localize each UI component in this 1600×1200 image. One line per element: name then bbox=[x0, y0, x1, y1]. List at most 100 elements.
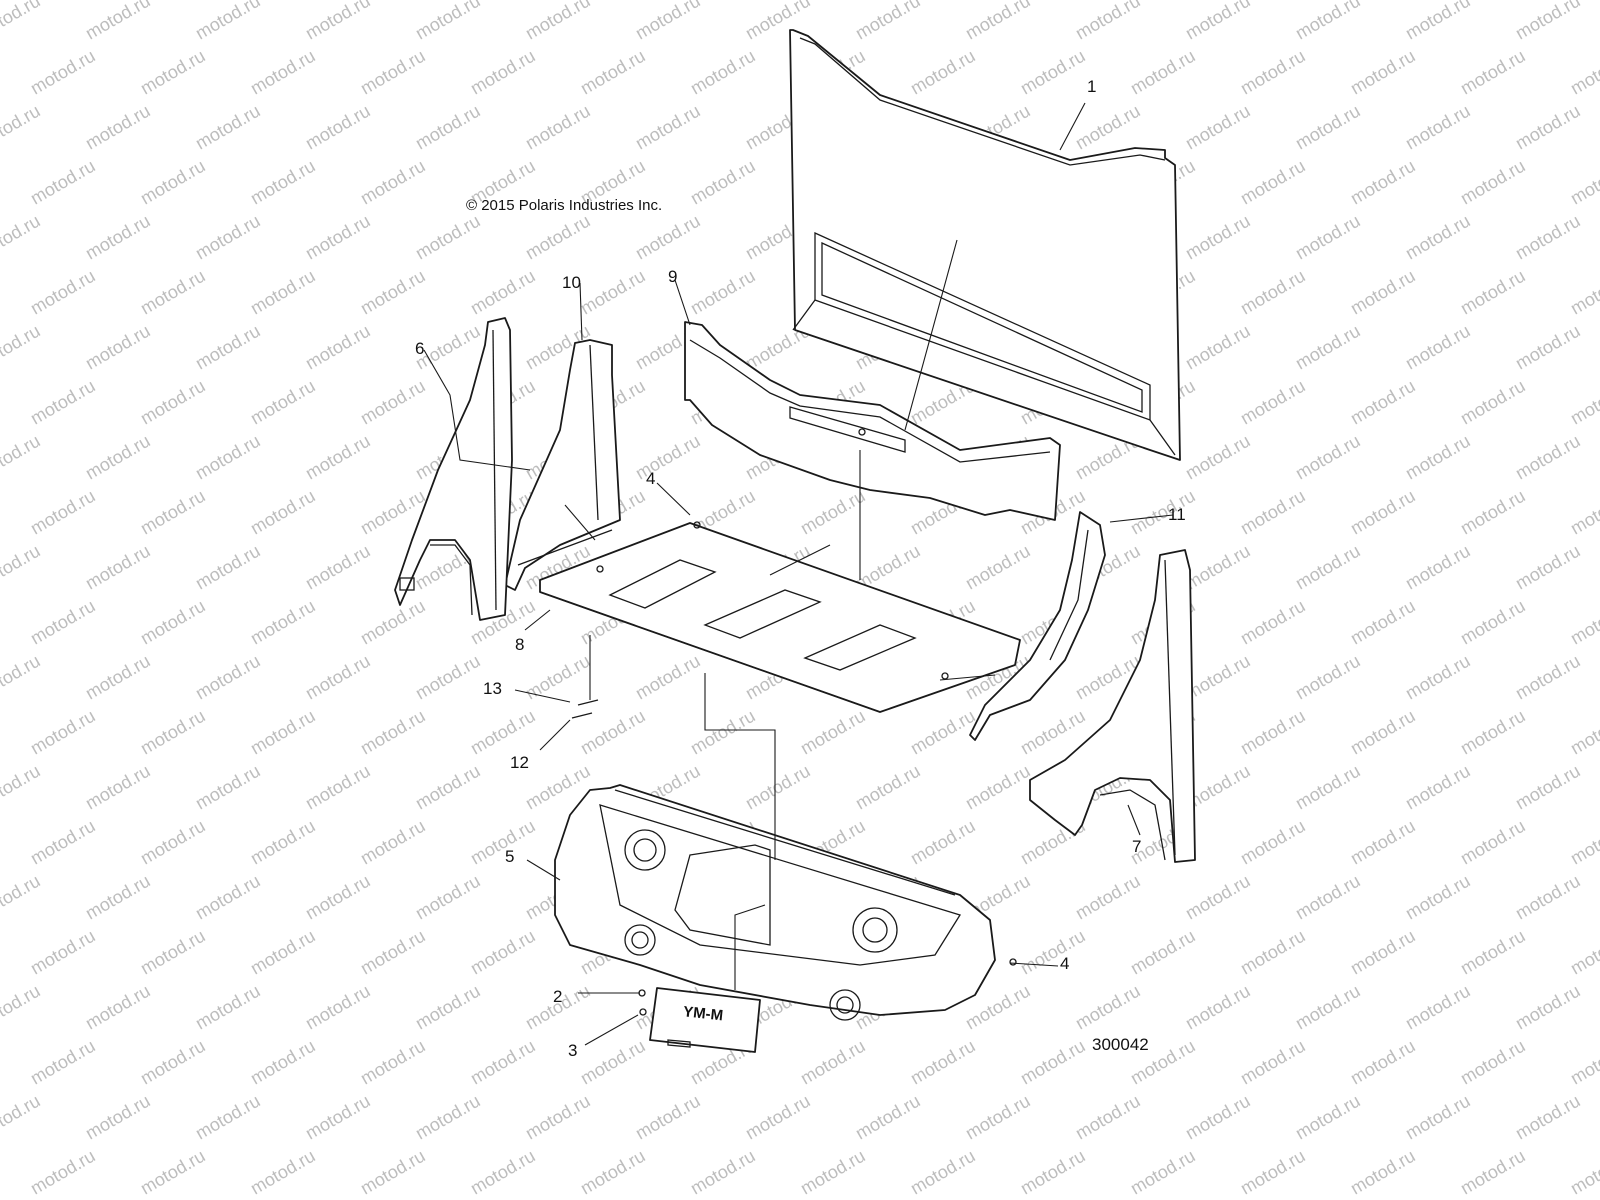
watermark-text: motod.ru bbox=[82, 0, 154, 43]
hardware-12-13 bbox=[571, 521, 1017, 1016]
watermark-text: motod.ru bbox=[1182, 1091, 1254, 1144]
watermark-text: motod.ru bbox=[1017, 926, 1089, 979]
callout-9: 9 bbox=[668, 267, 677, 286]
watermark-text: motod.ru bbox=[1347, 816, 1419, 869]
watermark-text: motod.ru bbox=[27, 266, 99, 319]
watermark-text: motod.ru bbox=[82, 211, 154, 264]
watermark-text: motod.ru bbox=[577, 46, 649, 99]
watermark-text: motod.ru bbox=[412, 0, 484, 43]
watermark-text: motod.ru bbox=[357, 926, 429, 979]
watermark-text: motod.ru bbox=[632, 1091, 704, 1144]
watermark-text: motod.ru bbox=[192, 431, 264, 484]
watermark-text: motod.ru bbox=[192, 1091, 264, 1144]
watermark-text: motod.ru bbox=[687, 46, 759, 99]
watermark-text: motod.ru bbox=[1512, 761, 1584, 814]
watermark-text: motod.ru bbox=[357, 46, 429, 99]
watermark-text: motod.ru bbox=[797, 1036, 869, 1089]
watermark-text: motod.ru bbox=[357, 1036, 429, 1089]
watermark-text: motod.ru bbox=[357, 816, 429, 869]
watermark-text: motod.ru bbox=[1512, 541, 1584, 594]
watermark-text: motod.ru bbox=[1237, 1036, 1309, 1089]
watermark-text: motod.ru bbox=[247, 486, 319, 539]
watermark-text: motod.ru bbox=[82, 981, 154, 1034]
watermark-text: motod.ru bbox=[1457, 156, 1529, 209]
callout-2: 2 bbox=[553, 987, 562, 1006]
watermark-text: motod.ru bbox=[0, 321, 44, 374]
part-8-floor-panel bbox=[539, 522, 1021, 713]
watermark-text: motod.ru bbox=[852, 1091, 924, 1144]
watermark-text: motod.ru bbox=[1567, 1036, 1600, 1089]
watermark-text: motod.ru bbox=[1292, 981, 1364, 1034]
watermark-text: motod.ru bbox=[1292, 321, 1364, 374]
watermark-text: motod.ru bbox=[137, 1036, 209, 1089]
watermark-text: motod.ru bbox=[82, 321, 154, 374]
watermark-text: motod.ru bbox=[797, 706, 869, 759]
watermark-text: motod.ru bbox=[1402, 0, 1474, 43]
watermark-text: motod.ru bbox=[1567, 816, 1600, 869]
watermark-text: motod.ru bbox=[0, 981, 44, 1034]
watermark-text: motod.ru bbox=[1237, 266, 1309, 319]
watermark-text: motod.ru bbox=[522, 0, 594, 43]
watermark-text: motod.ru bbox=[82, 431, 154, 484]
watermark-text: motod.ru bbox=[1072, 1091, 1144, 1144]
watermark-text: motod.ru bbox=[0, 761, 44, 814]
watermark-text: motod.ru bbox=[137, 816, 209, 869]
watermark-text: motod.ru bbox=[302, 871, 374, 924]
watermark-text: motod.ru bbox=[192, 0, 264, 43]
watermark-text: motod.ru bbox=[962, 541, 1034, 594]
watermark-text: motod.ru bbox=[1347, 46, 1419, 99]
watermark-text: motod.ru bbox=[0, 101, 44, 154]
watermark-text: motod.ru bbox=[1402, 431, 1474, 484]
watermark-text: motod.ru bbox=[1347, 486, 1419, 539]
watermark-text: motod.ru bbox=[302, 981, 374, 1034]
watermark-text: motod.ru bbox=[0, 1091, 44, 1144]
watermark-text: motod.ru bbox=[412, 651, 484, 704]
watermark-text: motod.ru bbox=[1237, 156, 1309, 209]
watermark-text: motod.ru bbox=[1292, 431, 1364, 484]
callout-3: 3 bbox=[568, 1041, 577, 1060]
watermark-text: motod.ru bbox=[1512, 0, 1584, 43]
watermark-text: motod.ru bbox=[27, 596, 99, 649]
watermark-text: motod.ru bbox=[1347, 926, 1419, 979]
watermark-text: motod.ru bbox=[137, 376, 209, 429]
watermark-text: motod.ru bbox=[192, 211, 264, 264]
watermark-text: motod.ru bbox=[1237, 486, 1309, 539]
watermark-text: motod.ru bbox=[247, 816, 319, 869]
watermark-text: motod.ru bbox=[687, 266, 759, 319]
watermark-text: motod.ru bbox=[1402, 101, 1474, 154]
watermark-text: motod.ru bbox=[192, 981, 264, 1034]
callout-1: 1 bbox=[1087, 77, 1096, 96]
watermark-text: motod.ru bbox=[687, 156, 759, 209]
watermark-text: motod.ru bbox=[302, 651, 374, 704]
watermark-text: motod.ru bbox=[1017, 1146, 1089, 1199]
watermark-text: motod.ru bbox=[1567, 706, 1600, 759]
watermark-text: motod.ru bbox=[962, 1091, 1034, 1144]
watermark-text: motod.ru bbox=[1127, 486, 1199, 539]
watermark-text: motod.ru bbox=[302, 431, 374, 484]
watermark-text: motod.ru bbox=[522, 211, 594, 264]
part-11-right-inner-pillar bbox=[969, 511, 1106, 741]
watermark-text: motod.ru bbox=[467, 1146, 539, 1199]
part-6-left-outer-pillar bbox=[394, 317, 513, 621]
watermark-text: motod.ru bbox=[1567, 596, 1600, 649]
watermark-text: motod.ru bbox=[0, 431, 44, 484]
watermark-text: motod.ru bbox=[412, 981, 484, 1034]
watermark-text: motod.ru bbox=[137, 1146, 209, 1199]
callout-4-lower: 4 bbox=[1060, 954, 1069, 973]
watermark-text: motod.ru bbox=[1457, 486, 1529, 539]
watermark-text: motod.ru bbox=[1017, 1036, 1089, 1089]
watermark-text: motod.ru bbox=[962, 0, 1034, 43]
watermark-text: motod.ru bbox=[1072, 871, 1144, 924]
watermark-text: motod.ru bbox=[1182, 101, 1254, 154]
watermark-text: motod.ru bbox=[742, 761, 814, 814]
watermark-text: motod.ru bbox=[1237, 376, 1309, 429]
watermark-text: motod.ru bbox=[1237, 926, 1309, 979]
watermark-text: motod.ru bbox=[1402, 211, 1474, 264]
watermark-text: motod.ru bbox=[1512, 321, 1584, 374]
watermark-text: motod.ru bbox=[302, 761, 374, 814]
watermark-text: motod.ru bbox=[577, 1146, 649, 1199]
callout-10: 10 bbox=[562, 273, 581, 292]
callout-11: 11 bbox=[1168, 505, 1186, 524]
watermark-text: motod.ru bbox=[1457, 1146, 1529, 1199]
